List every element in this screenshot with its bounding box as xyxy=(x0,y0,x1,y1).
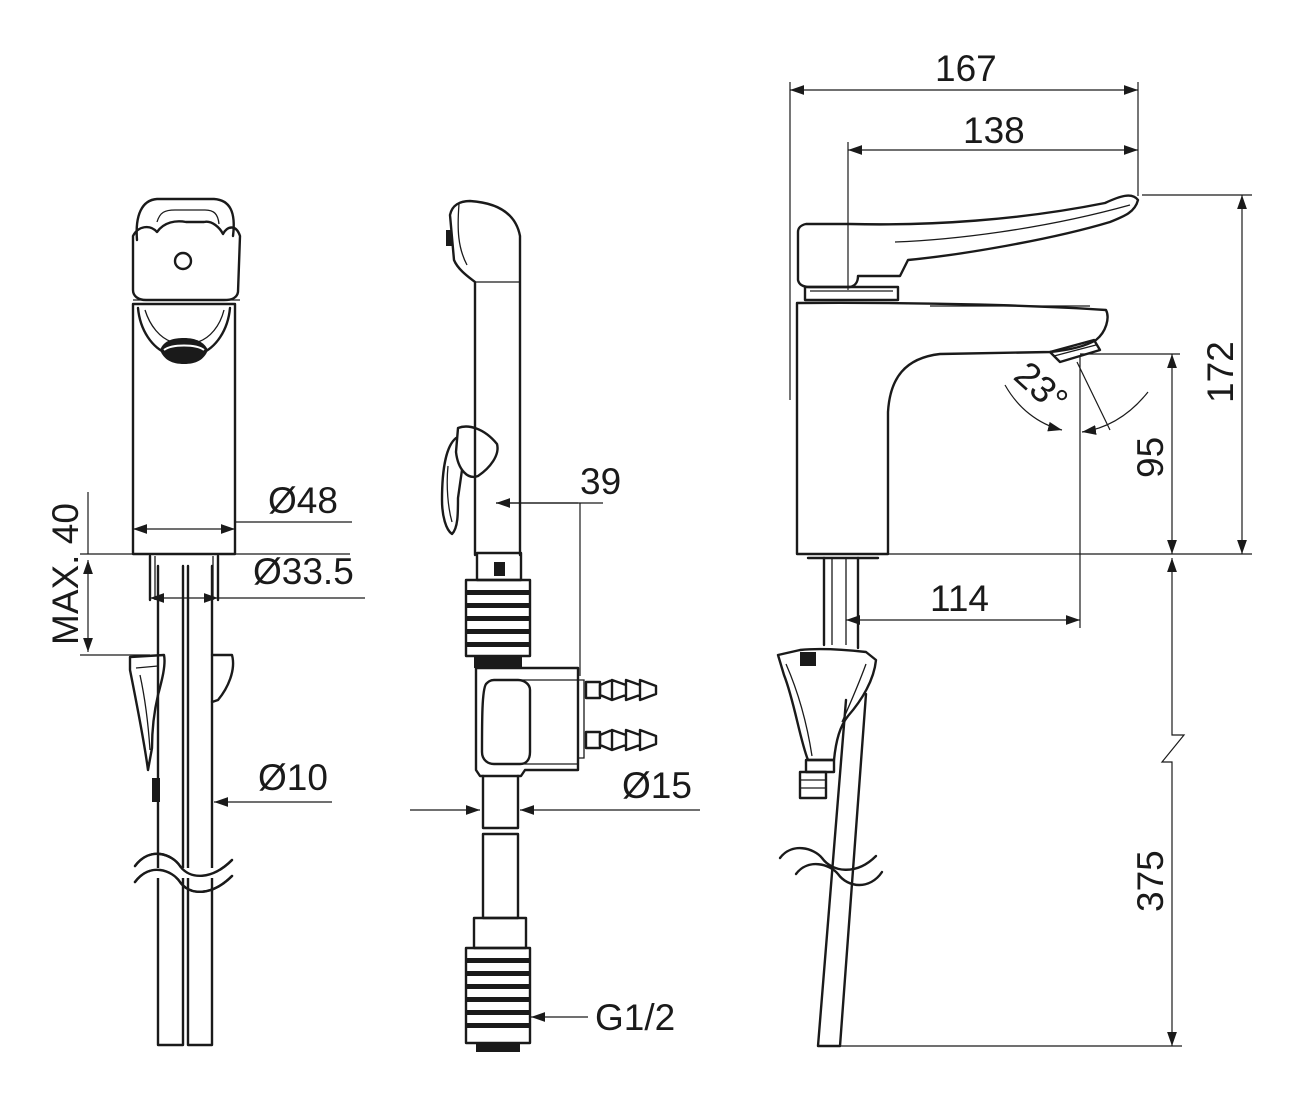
side-view: 39 Ø15 G1/2 xyxy=(410,199,700,1052)
front-body-diameter-label: Ø48 xyxy=(268,480,338,521)
profile-hose-length-label: 375 xyxy=(1130,850,1171,912)
side-lower-pipe xyxy=(481,774,520,830)
profile-height-label: 172 xyxy=(1200,341,1241,403)
front-view: MAX. 40 Ø48 Ø33.5 Ø10 xyxy=(45,197,365,1047)
profile-overall-length-label: 167 xyxy=(935,48,997,89)
profile-bracket xyxy=(776,647,878,762)
profile-lever-length-label: 138 xyxy=(963,110,1025,151)
front-max-height-label: MAX. 40 xyxy=(45,503,86,645)
profile-spout-reach-label: 114 xyxy=(930,578,989,619)
profile-spout-height-label: 95 xyxy=(1130,437,1171,478)
front-hose-diameter-label: Ø10 xyxy=(258,757,328,798)
profile-body xyxy=(795,301,1109,556)
front-bracket-right xyxy=(210,653,235,704)
front-bracket-left xyxy=(128,653,166,772)
profile-lever xyxy=(796,194,1140,289)
front-shank-diameter-label: Ø33.5 xyxy=(253,551,354,592)
front-handle-head xyxy=(131,220,242,302)
side-valve-block xyxy=(474,666,580,778)
front-handle-loop xyxy=(135,197,235,242)
side-offset-label: 39 xyxy=(580,461,621,502)
side-thread-label: G1/2 xyxy=(595,997,675,1038)
side-pipe-diameter-label: Ø15 xyxy=(622,765,692,806)
profile-view: 167 138 172 95 375 114 23° xyxy=(776,48,1252,1048)
profile-spout-angle-label: 23° xyxy=(1007,353,1076,421)
front-hoses xyxy=(156,564,214,1047)
side-column xyxy=(448,199,522,557)
